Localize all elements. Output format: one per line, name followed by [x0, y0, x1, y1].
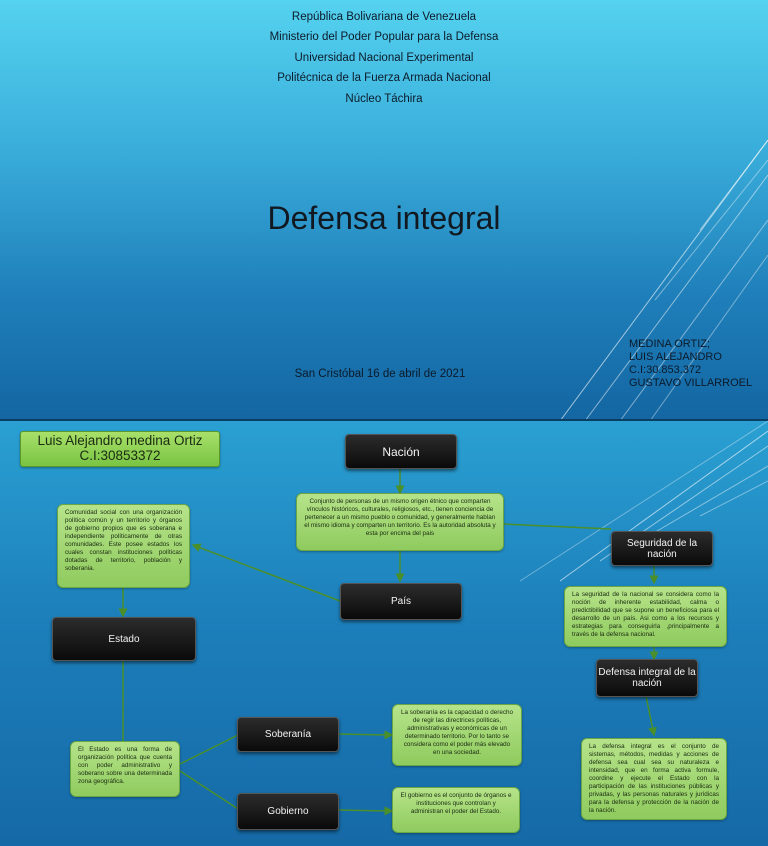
node-pais: País	[340, 583, 462, 620]
slide-date: San Cristóbal 16 de abril de 2021	[294, 368, 466, 380]
decorative-lines	[559, 139, 768, 421]
node-defensa: Defensa integral de la nación	[596, 659, 698, 697]
node-nacion: Nación	[345, 434, 457, 469]
estado-definition: El Estado es una forma de organización p…	[70, 741, 180, 797]
author-line: GUSTAVO VILLARROEL	[629, 377, 753, 389]
student-name: Luis Alejandro medina Ortiz	[37, 433, 203, 448]
author-line: MEDINA ORTIZ;	[629, 338, 711, 350]
defensa-definition: La defensa integral es el conjunto de si…	[581, 738, 727, 820]
concept-map-slide: Luis Alejandro medina Ortiz C.I:30853372…	[0, 421, 768, 846]
node-seguridad: Seguridad de la nación	[611, 531, 713, 566]
author-block: MEDINA ORTIZ; LUIS ALEJANDRO C.I:30.853.…	[629, 338, 752, 390]
soberania-definition: La soberanía es la capacidad o derecho d…	[392, 704, 522, 766]
nacion-definition: Conjunto de personas de un mismo origen …	[296, 493, 504, 551]
author-line: LUIS ALEJANDRO	[629, 351, 722, 363]
student-ci: C.I:30853372	[79, 448, 161, 463]
pais-definition: Comunidad social con una organización po…	[57, 504, 190, 588]
concept-map-connectors	[118, 421, 768, 816]
node-gobierno: Gobierno	[237, 793, 339, 830]
slide-separator	[0, 419, 768, 422]
slide-title: Defensa integral	[267, 200, 501, 236]
node-soberania: Soberanía	[237, 717, 339, 752]
header-line-3: Universidad Nacional Experimental	[294, 52, 474, 64]
header-line-5: Núcleo Táchira	[345, 93, 423, 105]
header-line-1: República Bolivariana de Venezuela	[291, 11, 477, 23]
title-slide: República Bolivariana de Venezuela Minis…	[0, 0, 768, 421]
header-line-2: Ministerio del Poder Popular para la Def…	[269, 31, 499, 43]
seguridad-definition: La seguridad de la nacional se considera…	[564, 586, 727, 647]
author-line: C.I:30.853.372	[629, 364, 702, 376]
gobierno-definition: El gobierno es el conjunto de órganos e …	[392, 787, 520, 833]
student-badge: Luis Alejandro medina Ortiz C.I:30853372	[20, 431, 220, 467]
header-line-4: Politécnica de la Fuerza Armada Nacional	[277, 72, 491, 84]
node-estado: Estado	[52, 617, 196, 661]
